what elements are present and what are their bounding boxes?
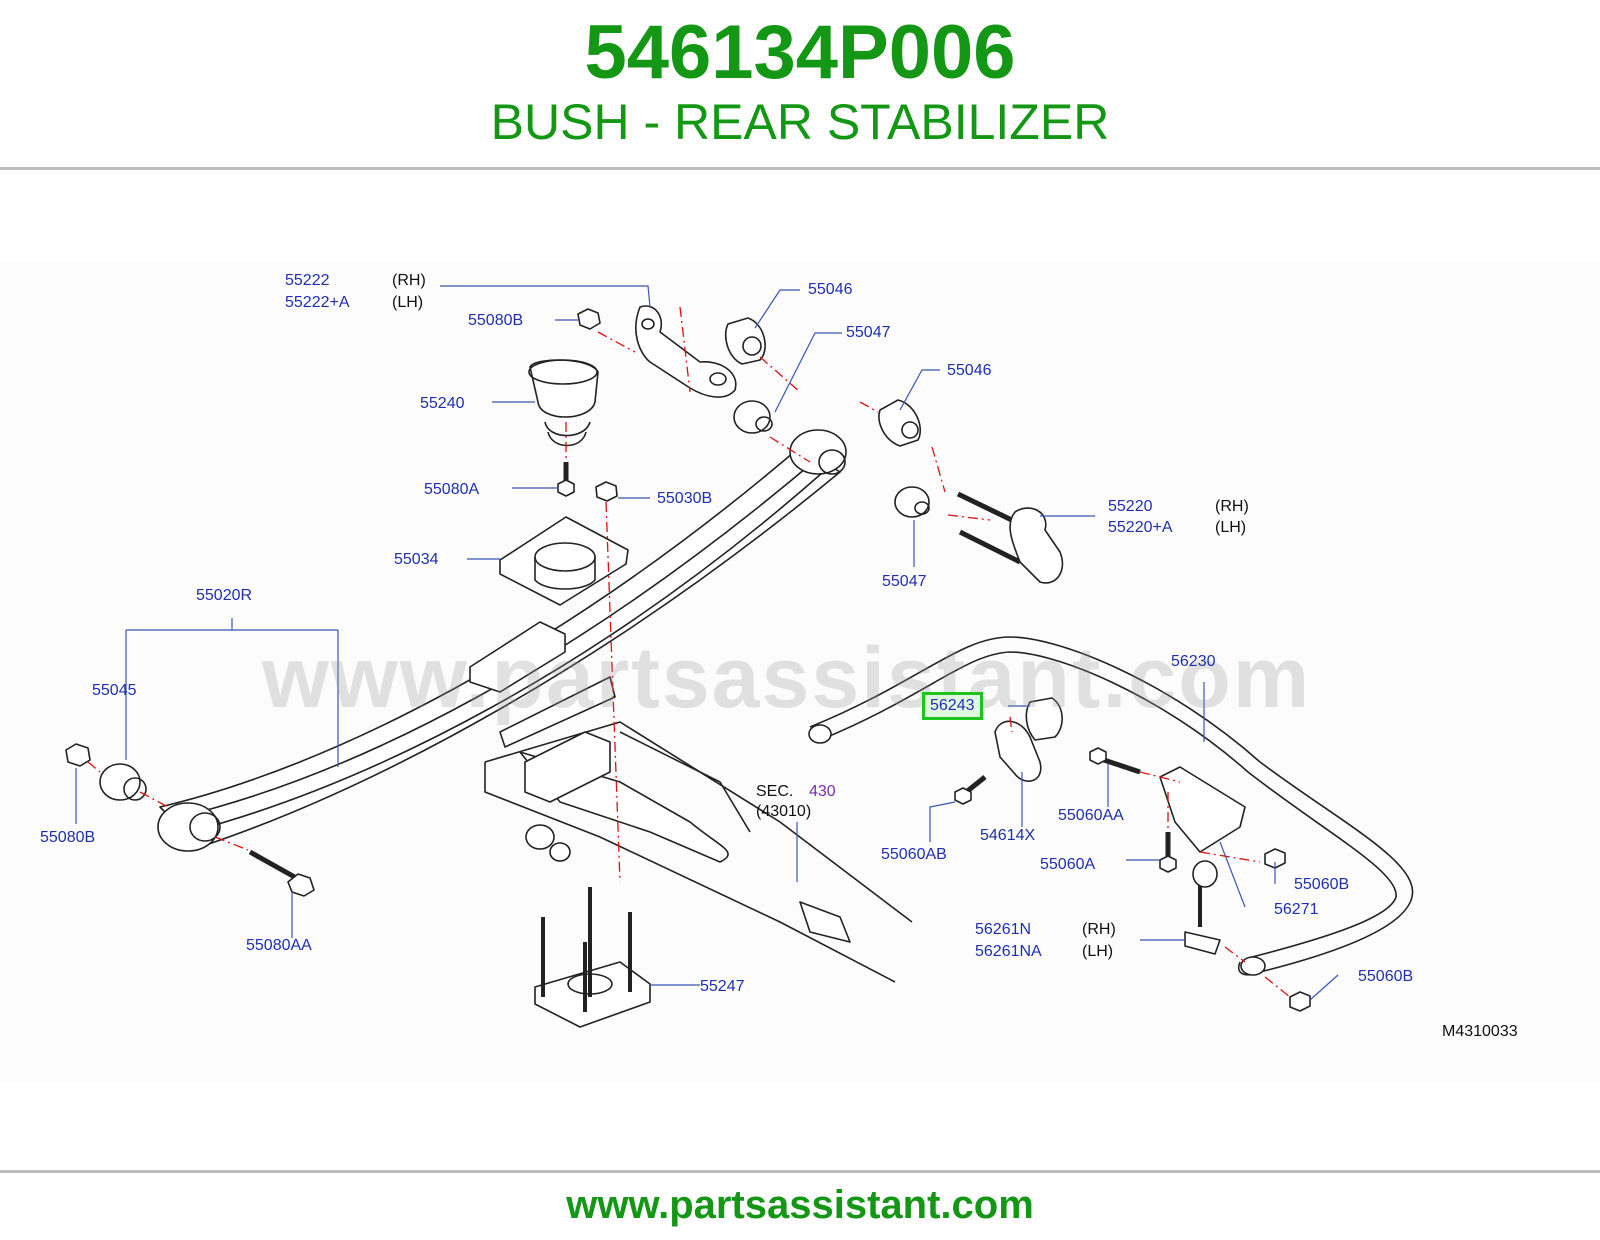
callout-55020r[interactable]: 55020R xyxy=(196,587,253,604)
callout-55060b-bot[interactable]: 55060B xyxy=(1358,968,1414,985)
bush-55047-mid xyxy=(894,486,930,518)
callout-55222[interactable]: 55222 xyxy=(285,272,330,289)
callout-55060a[interactable]: 55060A xyxy=(1040,856,1096,873)
label-sec-43010: (43010) xyxy=(756,803,812,820)
label-rh-56261n: (RH) xyxy=(1082,921,1116,938)
callout-55080a[interactable]: 55080A xyxy=(424,481,480,498)
callout-55220a[interactable]: 55220+A xyxy=(1108,519,1173,536)
shackle-plate-55220 xyxy=(1009,507,1064,584)
bush-55046-mid xyxy=(878,399,922,447)
callout-55046-top[interactable]: 55046 xyxy=(808,281,853,298)
header-divider xyxy=(0,167,1600,170)
nut-55030b xyxy=(595,481,618,502)
callout-55060aa[interactable]: 55060AA xyxy=(1058,807,1124,824)
figure-code: M4310033 xyxy=(1442,1023,1518,1040)
nut-55060b-bot xyxy=(1289,991,1311,1012)
spring-front-eye xyxy=(157,802,219,852)
callout-55220[interactable]: 55220 xyxy=(1108,498,1153,515)
leader-55046-top xyxy=(754,289,800,329)
leader-55060ab xyxy=(929,801,956,842)
watermark: www.partsassistant.com xyxy=(262,630,1312,726)
frame-bracket xyxy=(469,621,566,693)
nut-55060b-mid xyxy=(1264,848,1286,869)
callout-55080b-top[interactable]: 55080B xyxy=(468,312,524,329)
part-description: BUSH - REAR STABILIZER xyxy=(490,94,1110,150)
callout-sec-430[interactable]: 430 xyxy=(809,783,836,800)
label-rh-55222: (RH) xyxy=(392,272,426,289)
callout-56271[interactable]: 56271 xyxy=(1274,901,1319,918)
callout-55045[interactable]: 55045 xyxy=(92,682,137,699)
label-sec: SEC. xyxy=(756,783,794,800)
callout-56261na[interactable]: 56261NA xyxy=(975,943,1042,960)
callout-55060b-mid[interactable]: 55060B xyxy=(1294,876,1350,893)
callout-56230[interactable]: 56230 xyxy=(1171,653,1216,670)
stabilizer-bar-56230 xyxy=(809,636,1414,976)
callout-55034[interactable]: 55034 xyxy=(394,551,439,568)
seat-55034 xyxy=(499,516,629,606)
leader-55046-mid xyxy=(899,369,940,411)
bolt-55220-b xyxy=(958,529,1022,565)
callout-55240[interactable]: 55240 xyxy=(420,395,465,412)
clamp-54614x xyxy=(994,720,1042,782)
bush-56243 xyxy=(1025,697,1063,741)
callout-55222a[interactable]: 55222+A xyxy=(285,294,350,311)
nut-55080b-left xyxy=(65,743,91,767)
bush-55045 xyxy=(99,763,141,801)
leader-55222 xyxy=(440,285,651,308)
footer-url[interactable]: www.partsassistant.com xyxy=(566,1183,1034,1227)
bolt-55220-a xyxy=(956,491,1022,527)
bolt-55080aa xyxy=(248,849,302,883)
leader-56271 xyxy=(1219,841,1246,908)
bracket-56271 xyxy=(1159,766,1246,853)
callout-55047-top[interactable]: 55047 xyxy=(846,324,891,341)
parts-diagram: www.partsassistant.com 55222 (RH) 55222+… xyxy=(0,262,1600,1082)
label-lh-56261na: (LH) xyxy=(1082,943,1114,960)
footer-divider xyxy=(0,1170,1600,1173)
axle-plate xyxy=(499,676,616,748)
callout-55030b[interactable]: 55030B xyxy=(657,490,713,507)
leader-55047-top xyxy=(774,332,842,413)
nut-55080b-top xyxy=(577,308,601,330)
callout-55060ab[interactable]: 55060AB xyxy=(881,846,947,863)
label-lh-55220: (LH) xyxy=(1215,519,1247,536)
label-lh-55222: (LH) xyxy=(392,294,424,311)
callout-55047-mid[interactable]: 55047 xyxy=(882,573,927,590)
leader-55060b-bot xyxy=(1309,974,1339,1001)
bush-55047-top xyxy=(733,400,771,434)
callout-55046-mid[interactable]: 55046 xyxy=(947,362,992,379)
diagram-drawing xyxy=(65,285,1414,1028)
part-number: 546134P006 xyxy=(584,10,1016,95)
callout-55080b-left[interactable]: 55080B xyxy=(40,829,96,846)
bracket-55020r xyxy=(125,618,339,767)
callout-55247[interactable]: 55247 xyxy=(700,978,745,995)
page-header: 546134P006 BUSH - REAR STABILIZER xyxy=(0,0,1600,168)
callout-56261n[interactable]: 56261N xyxy=(975,921,1032,938)
callout-54614x[interactable]: 54614X xyxy=(980,827,1036,844)
callout-56243-highlighted[interactable]: 56243 xyxy=(922,692,983,720)
frame-cutout xyxy=(799,901,851,943)
bump-stopper-55240 xyxy=(529,359,599,418)
callout-55080aa[interactable]: 55080AA xyxy=(246,937,312,954)
label-rh-55220: (RH) xyxy=(1215,498,1249,515)
spring-rear-eye xyxy=(789,429,847,475)
